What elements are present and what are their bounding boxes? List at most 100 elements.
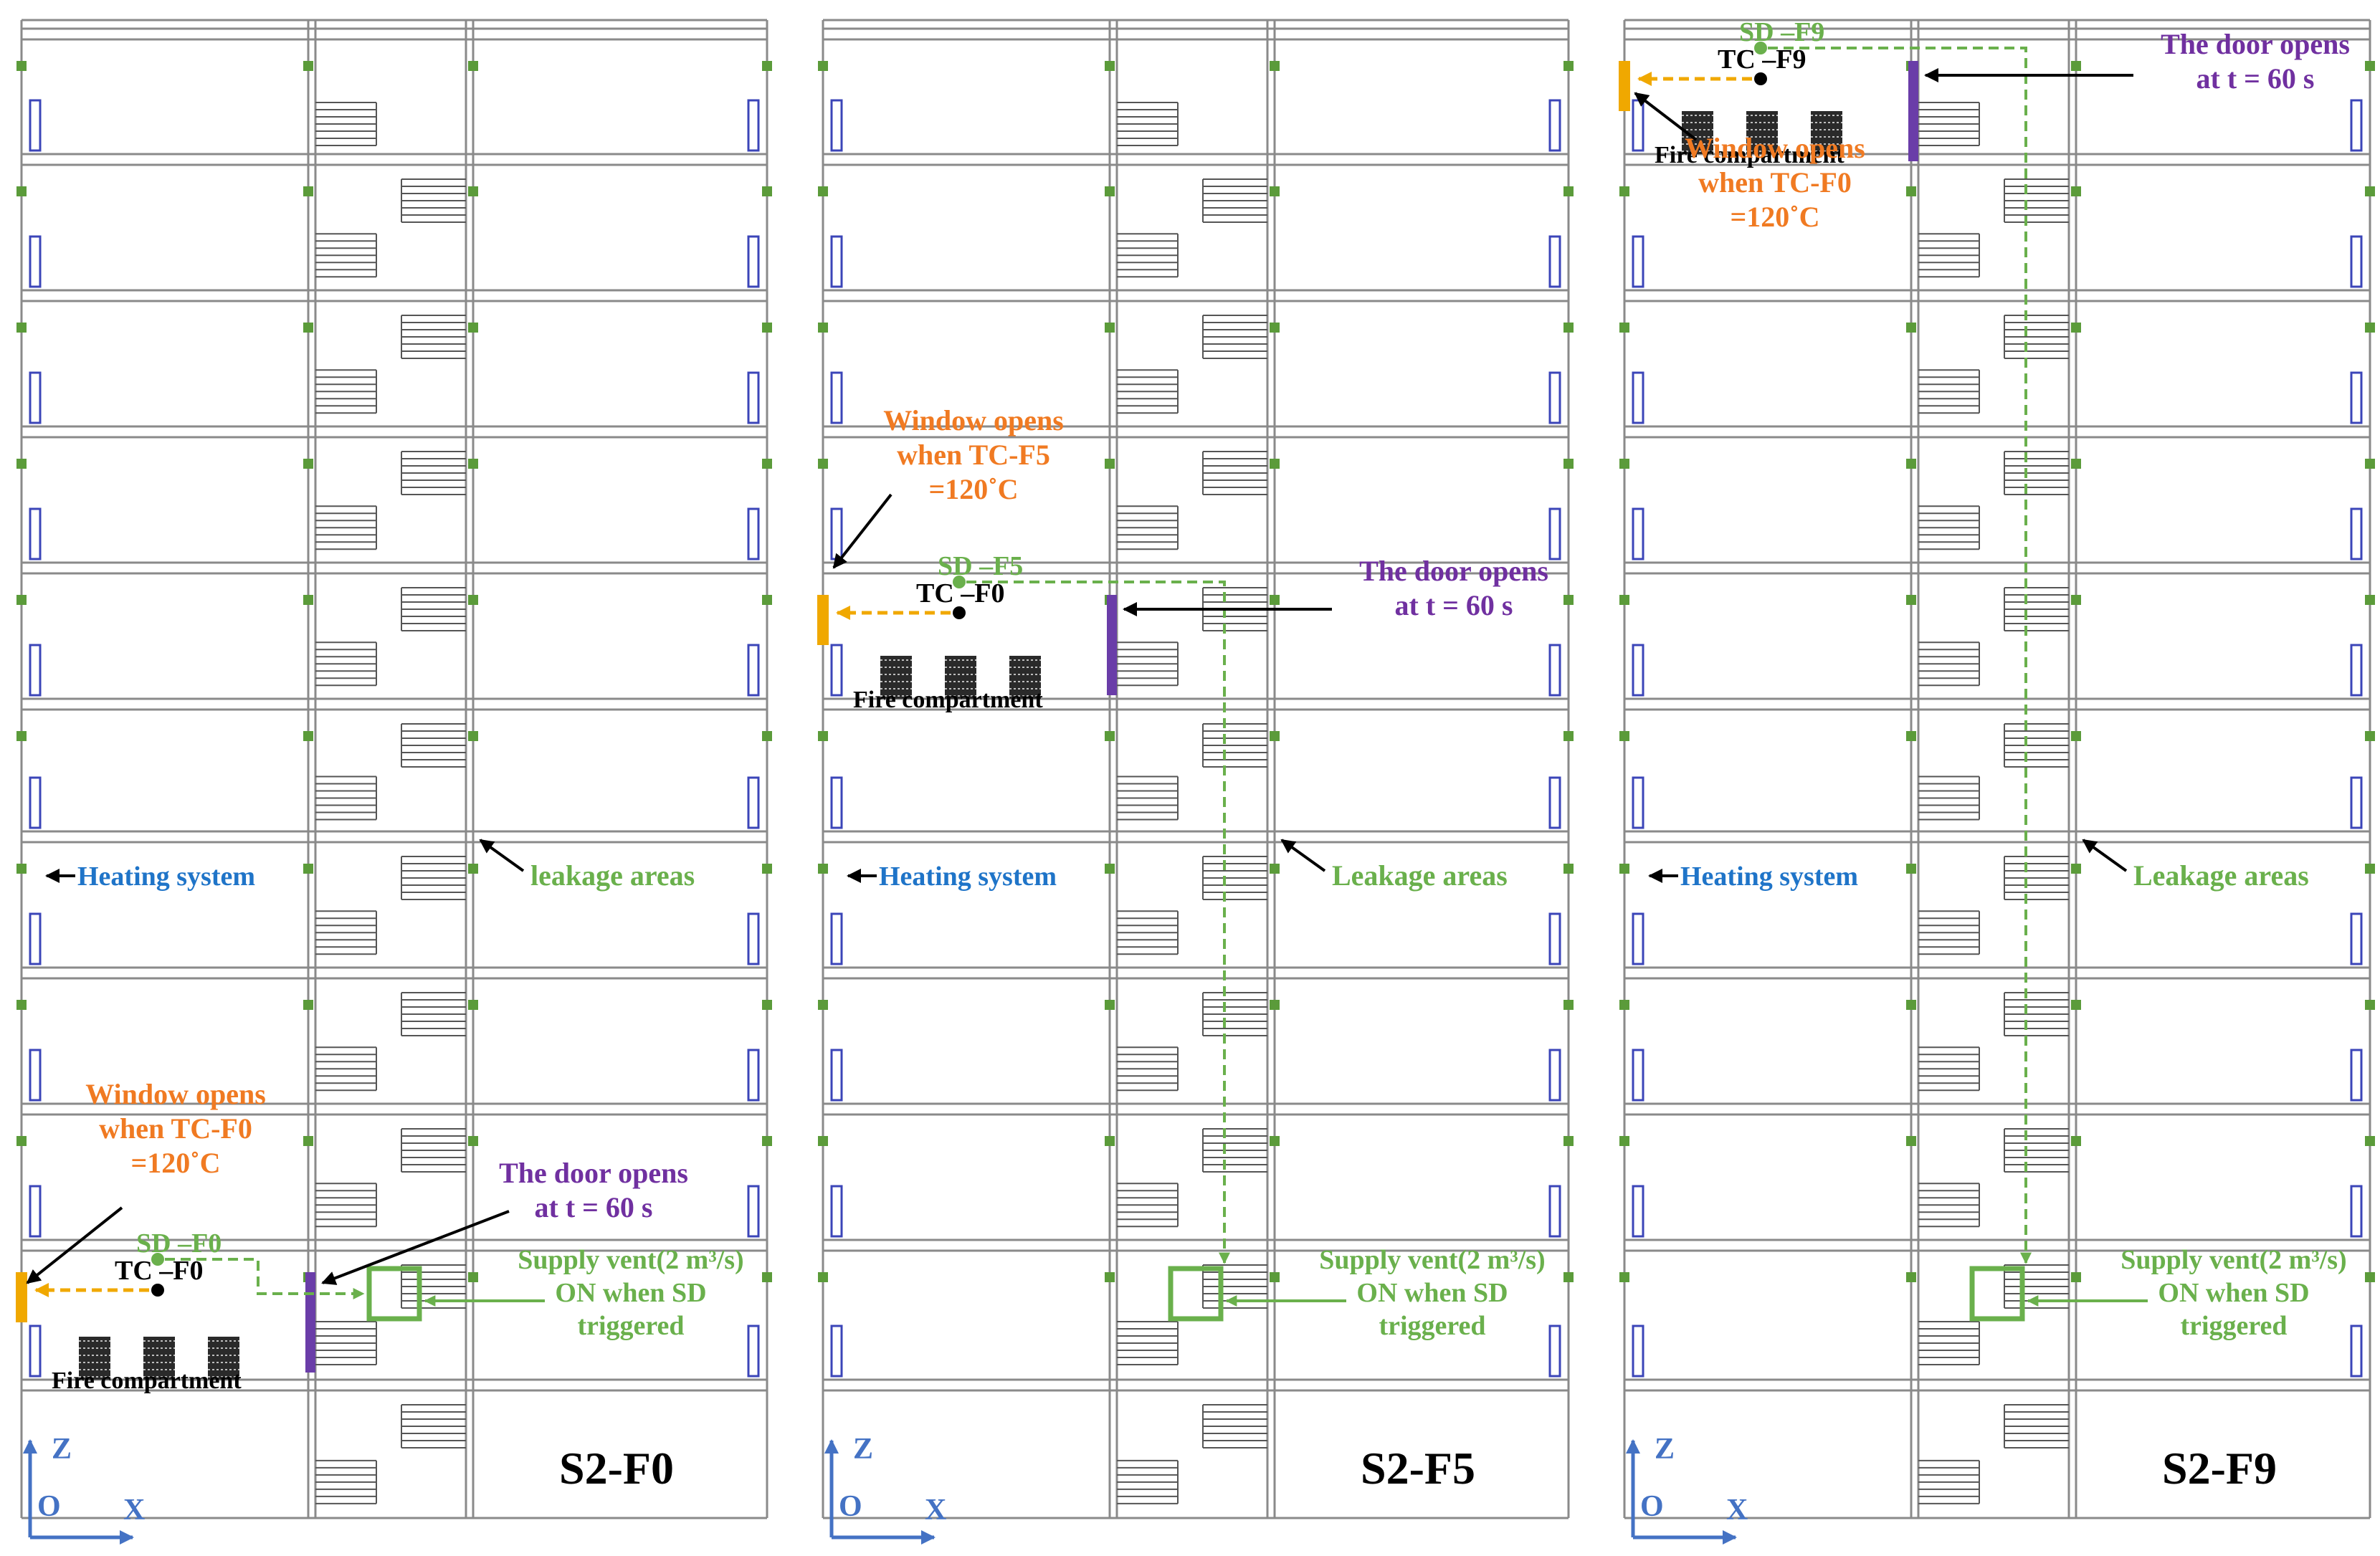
window-pointer	[26, 1206, 123, 1284]
leakage-area-icon	[16, 731, 27, 741]
leakage-area-icon	[1906, 1136, 1916, 1146]
thermocouple-icon	[1754, 72, 1767, 85]
leakage-area-icon	[762, 1136, 772, 1146]
leakage-area-icon	[1619, 323, 1629, 333]
supply-vent-icon	[366, 1266, 422, 1322]
axis-x-label: X	[1726, 1494, 1748, 1527]
axis-o-label: O	[37, 1490, 61, 1523]
leakage-area-icon	[1563, 595, 1574, 605]
heater-icon	[747, 644, 760, 697]
heater-icon	[830, 1324, 843, 1378]
leakage-area-icon	[303, 1000, 313, 1010]
window-label: when TC-F0	[99, 1112, 252, 1145]
leakage-areas-label: leakage areas	[530, 859, 695, 892]
heater-icon	[2350, 1324, 2363, 1378]
leakage-area-icon	[818, 1000, 828, 1010]
leakage-area-icon	[1619, 1000, 1629, 1010]
heater-icon	[29, 99, 42, 152]
heater-icon	[830, 371, 843, 424]
leakage-area-icon	[818, 731, 828, 741]
heater-icon	[2350, 644, 2363, 697]
leakage-area-icon	[2365, 595, 2375, 605]
heater-icon	[1632, 1049, 1644, 1102]
heater-icon	[29, 1049, 42, 1102]
leakage-area-icon	[2071, 61, 2081, 71]
heater-icon	[1548, 1324, 1561, 1378]
leakage-area-icon	[818, 323, 828, 333]
door-label: at t = 60 s	[1395, 589, 1513, 621]
fuel-stack-icon	[1009, 656, 1041, 699]
fire-compartment-label: Fire compartment	[52, 1368, 242, 1394]
thermocouple-icon	[151, 1284, 164, 1297]
supply-vent-label: triggered	[2180, 1311, 2287, 1341]
axis-o-label: O	[1640, 1490, 1664, 1523]
panel-title: S2-F0	[559, 1443, 674, 1494]
fire-compartment-label: Fire compartment	[1655, 142, 1844, 168]
leakage-area-icon	[1563, 186, 1574, 196]
leakage-area-icon	[762, 595, 772, 605]
heater-icon	[2350, 235, 2363, 288]
heater-icon	[1548, 1049, 1561, 1102]
leakage-area-icon	[1906, 731, 1916, 741]
leakage-area-icon	[303, 186, 313, 196]
leakage-pointer	[1280, 839, 1326, 872]
leakage-area-icon	[1906, 323, 1916, 333]
heater-icon	[1548, 99, 1561, 152]
leakage-area-icon	[2071, 731, 2081, 741]
window-label: =120˚C	[929, 473, 1019, 505]
supply-vent-label: ON when SD	[555, 1278, 706, 1308]
leakage-area-icon	[1563, 864, 1574, 874]
window-icon	[817, 595, 829, 645]
heating-system-label: Heating system	[77, 861, 255, 892]
heater-icon	[1632, 99, 1644, 152]
window-label: when TC-F5	[897, 439, 1050, 471]
leakage-area-icon	[303, 61, 313, 71]
door-icon	[305, 1272, 315, 1373]
leakage-area-icon	[2071, 459, 2081, 469]
heater-icon	[830, 235, 843, 288]
sd-label: SD –F0	[136, 1228, 222, 1259]
leakage-area-icon	[16, 1136, 27, 1146]
leakage-area-icon	[818, 1136, 828, 1146]
sd-label: SD –F5	[938, 551, 1023, 581]
heater-icon	[1548, 507, 1561, 560]
heater-icon	[830, 507, 843, 560]
leakage-area-icon	[818, 864, 828, 874]
leakage-area-icon	[468, 731, 478, 741]
leakage-area-icon	[1563, 323, 1574, 333]
leakage-area-icon	[2071, 186, 2081, 196]
leakage-area-icon	[1619, 459, 1629, 469]
leakage-area-icon	[2365, 323, 2375, 333]
door-label: at t = 60 s	[2196, 62, 2315, 95]
heater-icon	[1632, 371, 1644, 424]
leakage-area-icon	[2365, 61, 2375, 71]
leakage-area-icon	[303, 731, 313, 741]
axis-x-label: X	[123, 1494, 145, 1527]
heater-icon	[1548, 371, 1561, 424]
leakage-area-icon	[468, 186, 478, 196]
leakage-areas-label: Leakage areas	[1332, 859, 1508, 892]
supply-vent-label: triggered	[577, 1311, 684, 1341]
window-icon	[1619, 61, 1630, 111]
heater-icon	[830, 644, 843, 697]
leakage-area-icon	[1906, 595, 1916, 605]
door-label: The door opens	[1359, 555, 1548, 587]
leakage-area-icon	[468, 1136, 478, 1146]
leakage-area-icon	[1270, 1000, 1280, 1010]
heater-icon	[1548, 644, 1561, 697]
leakage-area-icon	[1105, 731, 1115, 741]
window-label: =120˚C	[131, 1147, 221, 1179]
leakage-area-icon	[762, 186, 772, 196]
leakage-area-icon	[1105, 1136, 1115, 1146]
leakage-area-icon	[468, 595, 478, 605]
supply-vent-icon	[1969, 1266, 2025, 1322]
leakage-area-icon	[1563, 1136, 1574, 1146]
heater-icon	[747, 371, 760, 424]
heater-icon	[1548, 912, 1561, 965]
leakage-area-icon	[1270, 186, 1280, 196]
leakage-area-icon	[1105, 459, 1115, 469]
heater-icon	[2350, 507, 2363, 560]
leakage-area-icon	[1563, 1000, 1574, 1010]
leakage-area-icon	[762, 864, 772, 874]
leakage-pointer	[2082, 839, 2128, 872]
